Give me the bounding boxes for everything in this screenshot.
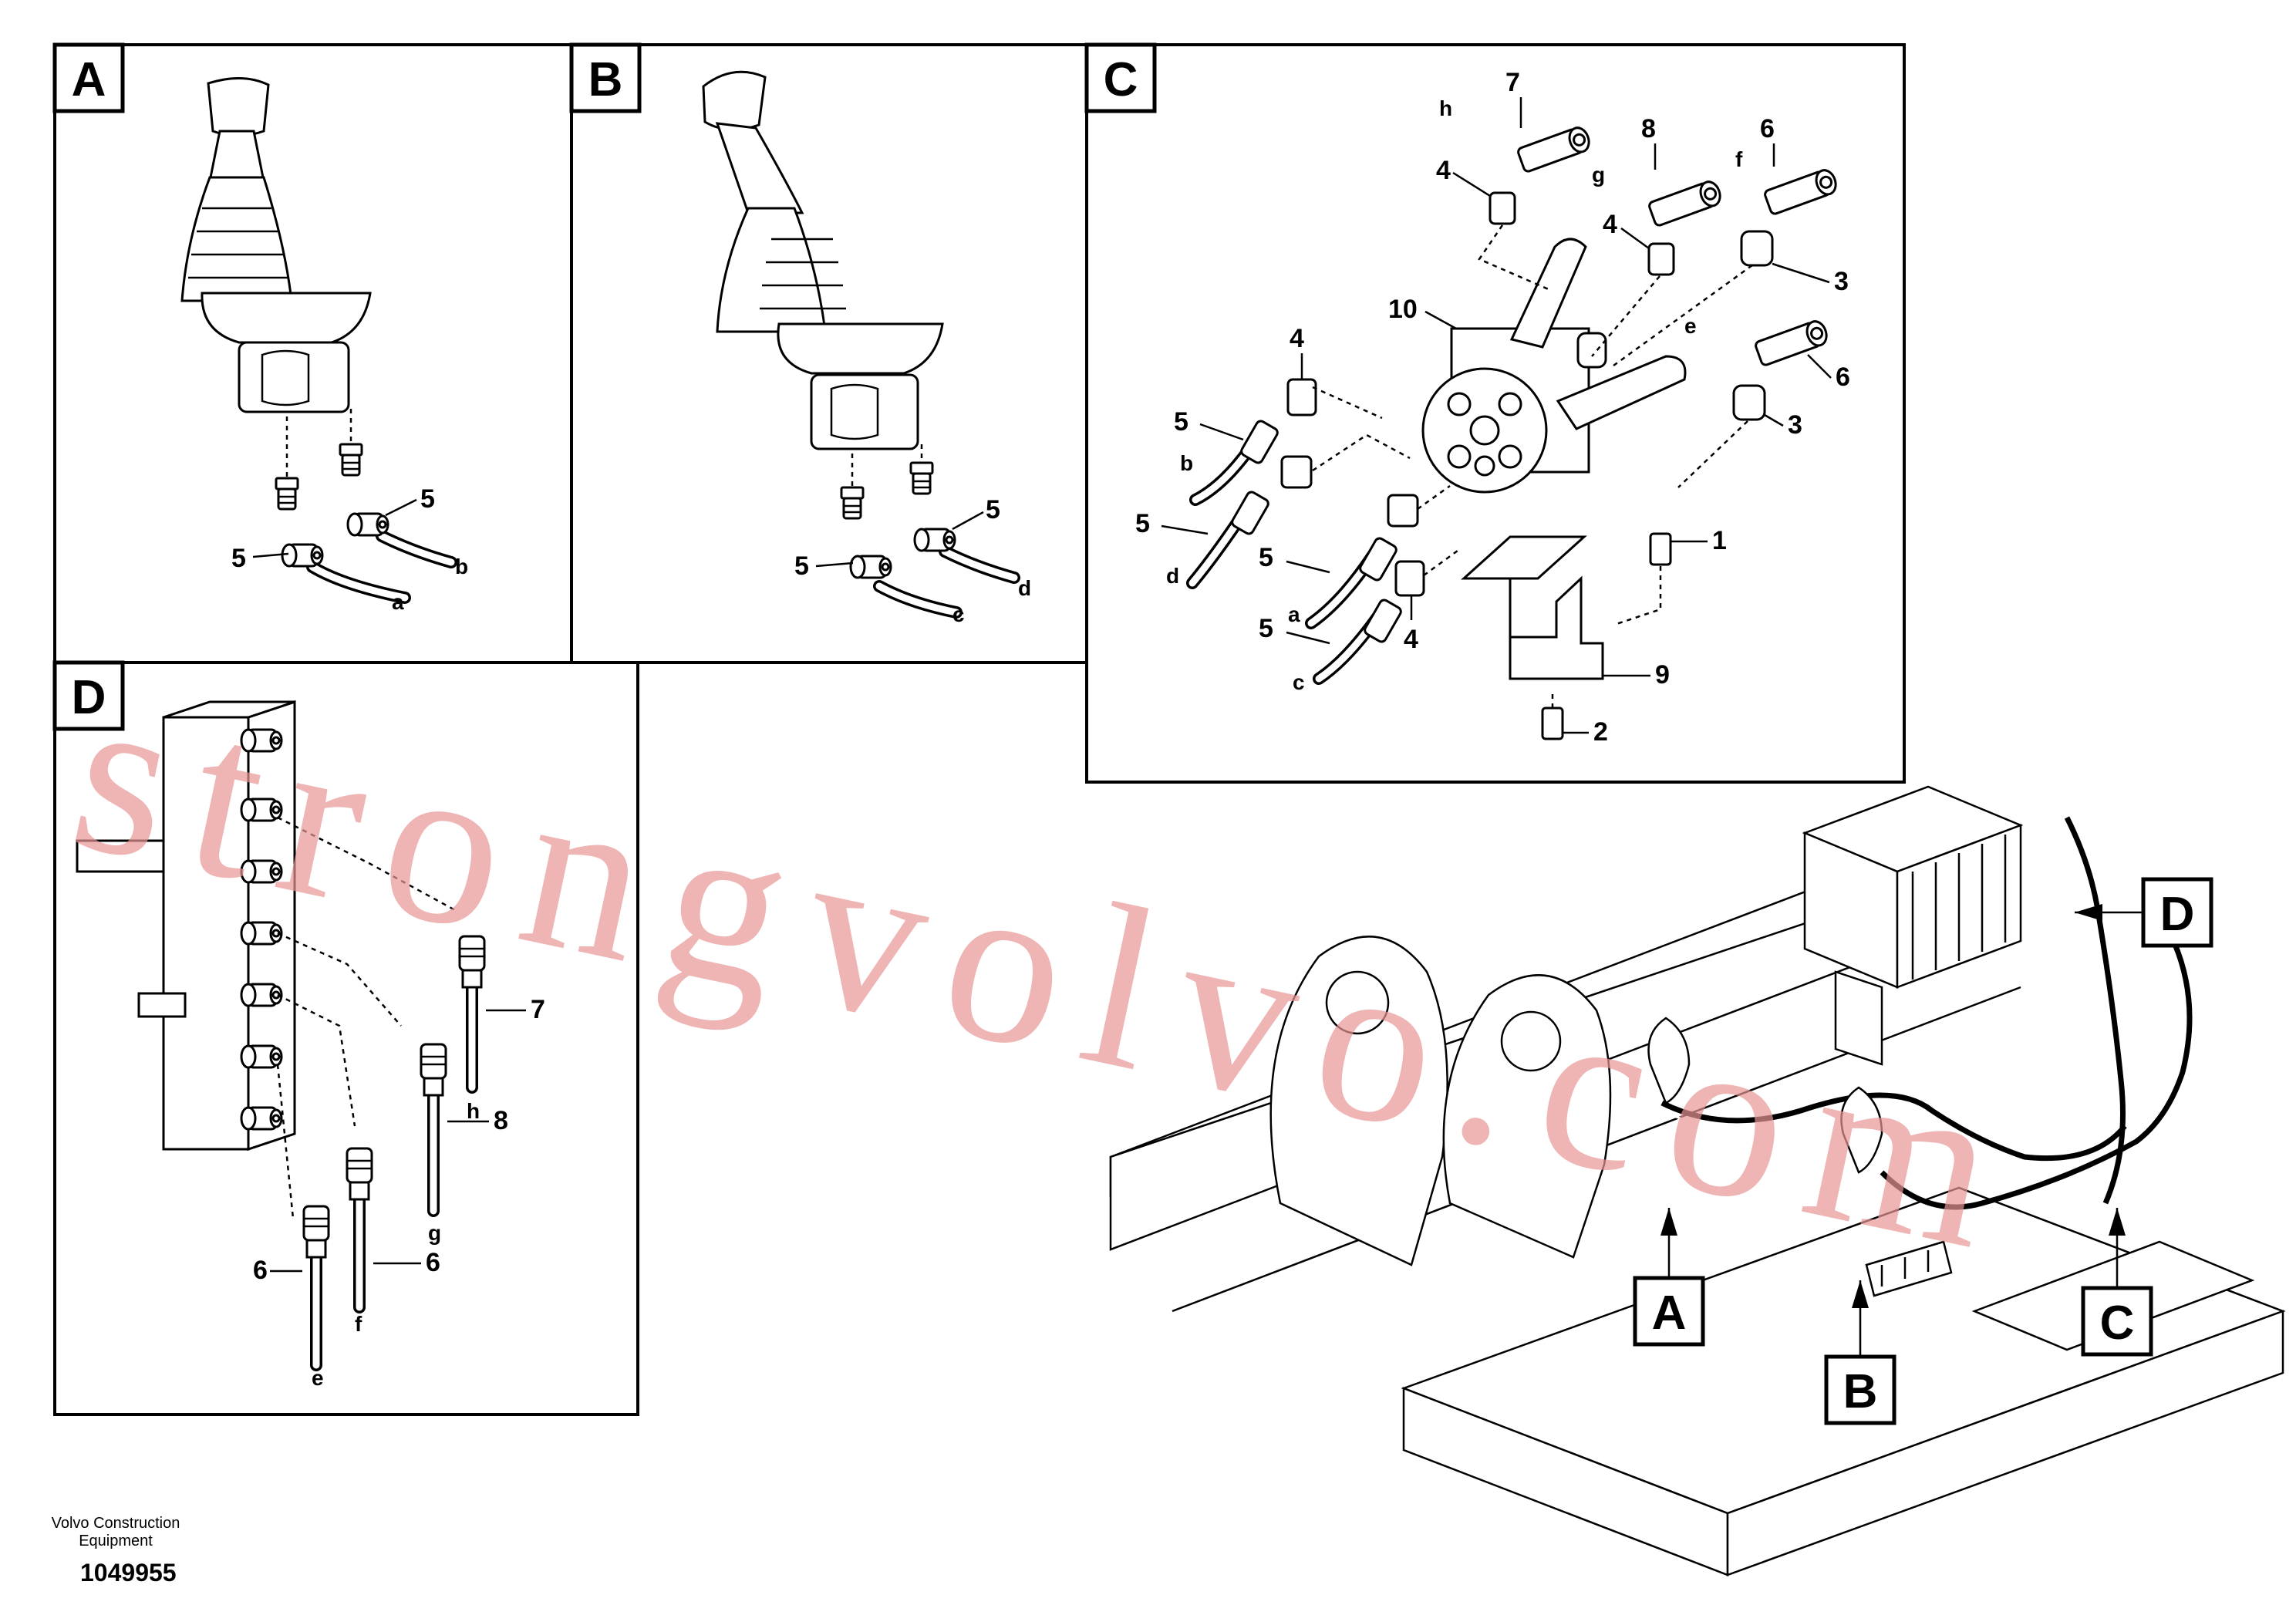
drawing-number: 1049955 xyxy=(80,1559,177,1587)
main-control-valve xyxy=(1802,785,2024,1066)
callout-d-6-left: 6 xyxy=(253,1256,268,1285)
callout-c-1: 1 xyxy=(1712,526,1727,555)
hose-label-d-h: h xyxy=(467,1099,480,1123)
hose-label-c-f: f xyxy=(1735,147,1743,171)
overview-tag-d: D xyxy=(2075,877,2213,948)
joystick-right xyxy=(702,70,944,450)
hose-label-d-g: g xyxy=(428,1221,441,1245)
callout-c-4-left: 4 xyxy=(1290,324,1304,353)
callout-c-5-b: 5 xyxy=(1174,407,1188,437)
hose-label-d-f: f xyxy=(355,1312,362,1336)
hose-label-b: b xyxy=(455,555,468,578)
joystick-left xyxy=(180,77,372,413)
callout-a-5-upper: 5 xyxy=(420,484,435,514)
hose-label-c-c: c xyxy=(1293,670,1305,694)
callout-c-3-lower: 3 xyxy=(1788,410,1802,440)
callout-c-10: 10 xyxy=(1388,295,1418,324)
svg-text:C: C xyxy=(2100,1297,2135,1350)
panel-a: A 5 5 a b xyxy=(52,42,573,664)
callout-d-8: 8 xyxy=(494,1106,508,1135)
svg-text:A: A xyxy=(1652,1286,1687,1340)
overview-tag-a: A xyxy=(1633,1208,1705,1347)
hose-label-c-h: h xyxy=(1439,96,1452,120)
callout-c-6-lower: 6 xyxy=(1836,363,1850,392)
panel-c-tag: C xyxy=(1104,53,1138,106)
callout-d-7: 7 xyxy=(531,995,545,1024)
shuttle-valve-block xyxy=(1421,238,1687,494)
callout-c-4-lower: 4 xyxy=(1404,625,1418,654)
hose-label-c-e: e xyxy=(1684,314,1697,338)
panel-a-tag: A xyxy=(72,53,106,106)
hose-label-c-b: b xyxy=(1180,451,1193,475)
panel-b-tag: B xyxy=(588,53,623,106)
mounting-bracket xyxy=(1461,535,1604,680)
callout-c-7: 7 xyxy=(1505,68,1520,97)
overview-tag-c: C xyxy=(2081,1208,2153,1357)
callout-c-5-c: 5 xyxy=(1259,614,1273,643)
callout-c-2: 2 xyxy=(1593,717,1608,747)
callout-c-5-a: 5 xyxy=(1259,543,1273,572)
hose-label-d-e: e xyxy=(312,1366,324,1390)
overview-tag-b: B xyxy=(1824,1280,1896,1425)
callout-c-8: 8 xyxy=(1641,114,1656,143)
distribution-block xyxy=(76,700,296,1152)
hose-label-c-a: a xyxy=(1288,602,1300,626)
hose-label-a: a xyxy=(392,590,404,614)
hose-label-d: d xyxy=(1018,576,1031,600)
footer-company-line2: Equipment xyxy=(79,1533,153,1549)
svg-text:B: B xyxy=(1843,1365,1878,1418)
panel-d-tag: D xyxy=(72,671,106,724)
hose-label-c-g: g xyxy=(1592,163,1605,187)
callout-c-4-mid: 4 xyxy=(1603,210,1617,239)
footer-company-line1: Volvo Construction xyxy=(52,1515,180,1532)
callout-a-5-lower: 5 xyxy=(231,544,246,573)
panel-b: B 5 5 c d xyxy=(569,42,1088,664)
panel-c: C xyxy=(1084,42,1906,784)
svg-text:D: D xyxy=(2160,888,2195,941)
hose-label-c-d: d xyxy=(1166,564,1179,588)
callout-d-6-right: 6 xyxy=(426,1248,440,1277)
callout-c-9: 9 xyxy=(1655,660,1670,690)
hose-label-c: c xyxy=(952,602,965,626)
callout-b-5-upper: 5 xyxy=(986,495,1000,524)
callout-c-3-upper: 3 xyxy=(1834,267,1849,296)
callout-c-5-d: 5 xyxy=(1135,509,1150,538)
panel-d: D 7 8 6 6 h xyxy=(52,660,639,1416)
callout-c-6-upper: 6 xyxy=(1760,114,1775,143)
callout-b-5-lower: 5 xyxy=(794,551,809,581)
callout-c-4-upper: 4 xyxy=(1436,156,1451,185)
